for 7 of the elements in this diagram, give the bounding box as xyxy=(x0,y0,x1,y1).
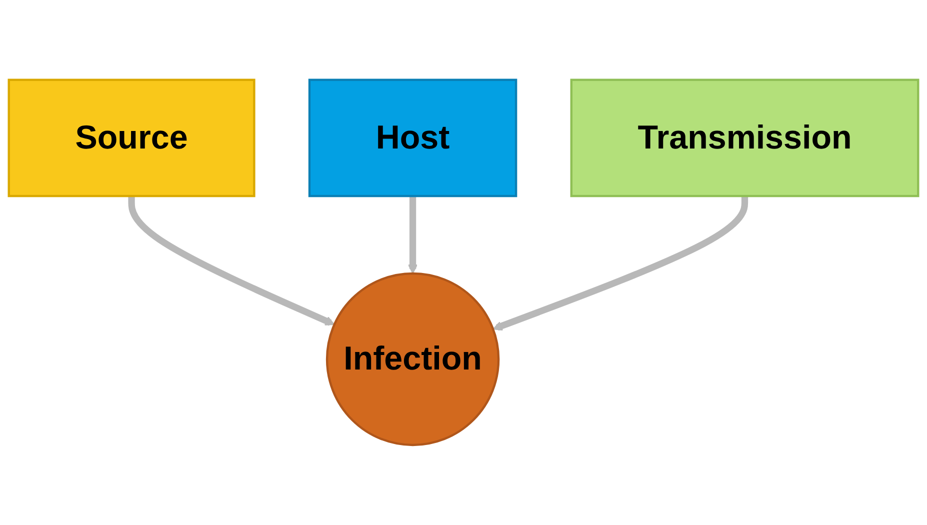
node-box: Host xyxy=(308,78,518,198)
arrow xyxy=(408,196,418,274)
node-box: Source xyxy=(8,78,256,198)
node-box: Transmission xyxy=(570,78,920,198)
arrow xyxy=(128,196,335,326)
node-circle: Infection xyxy=(326,272,500,446)
arrow xyxy=(492,196,748,331)
